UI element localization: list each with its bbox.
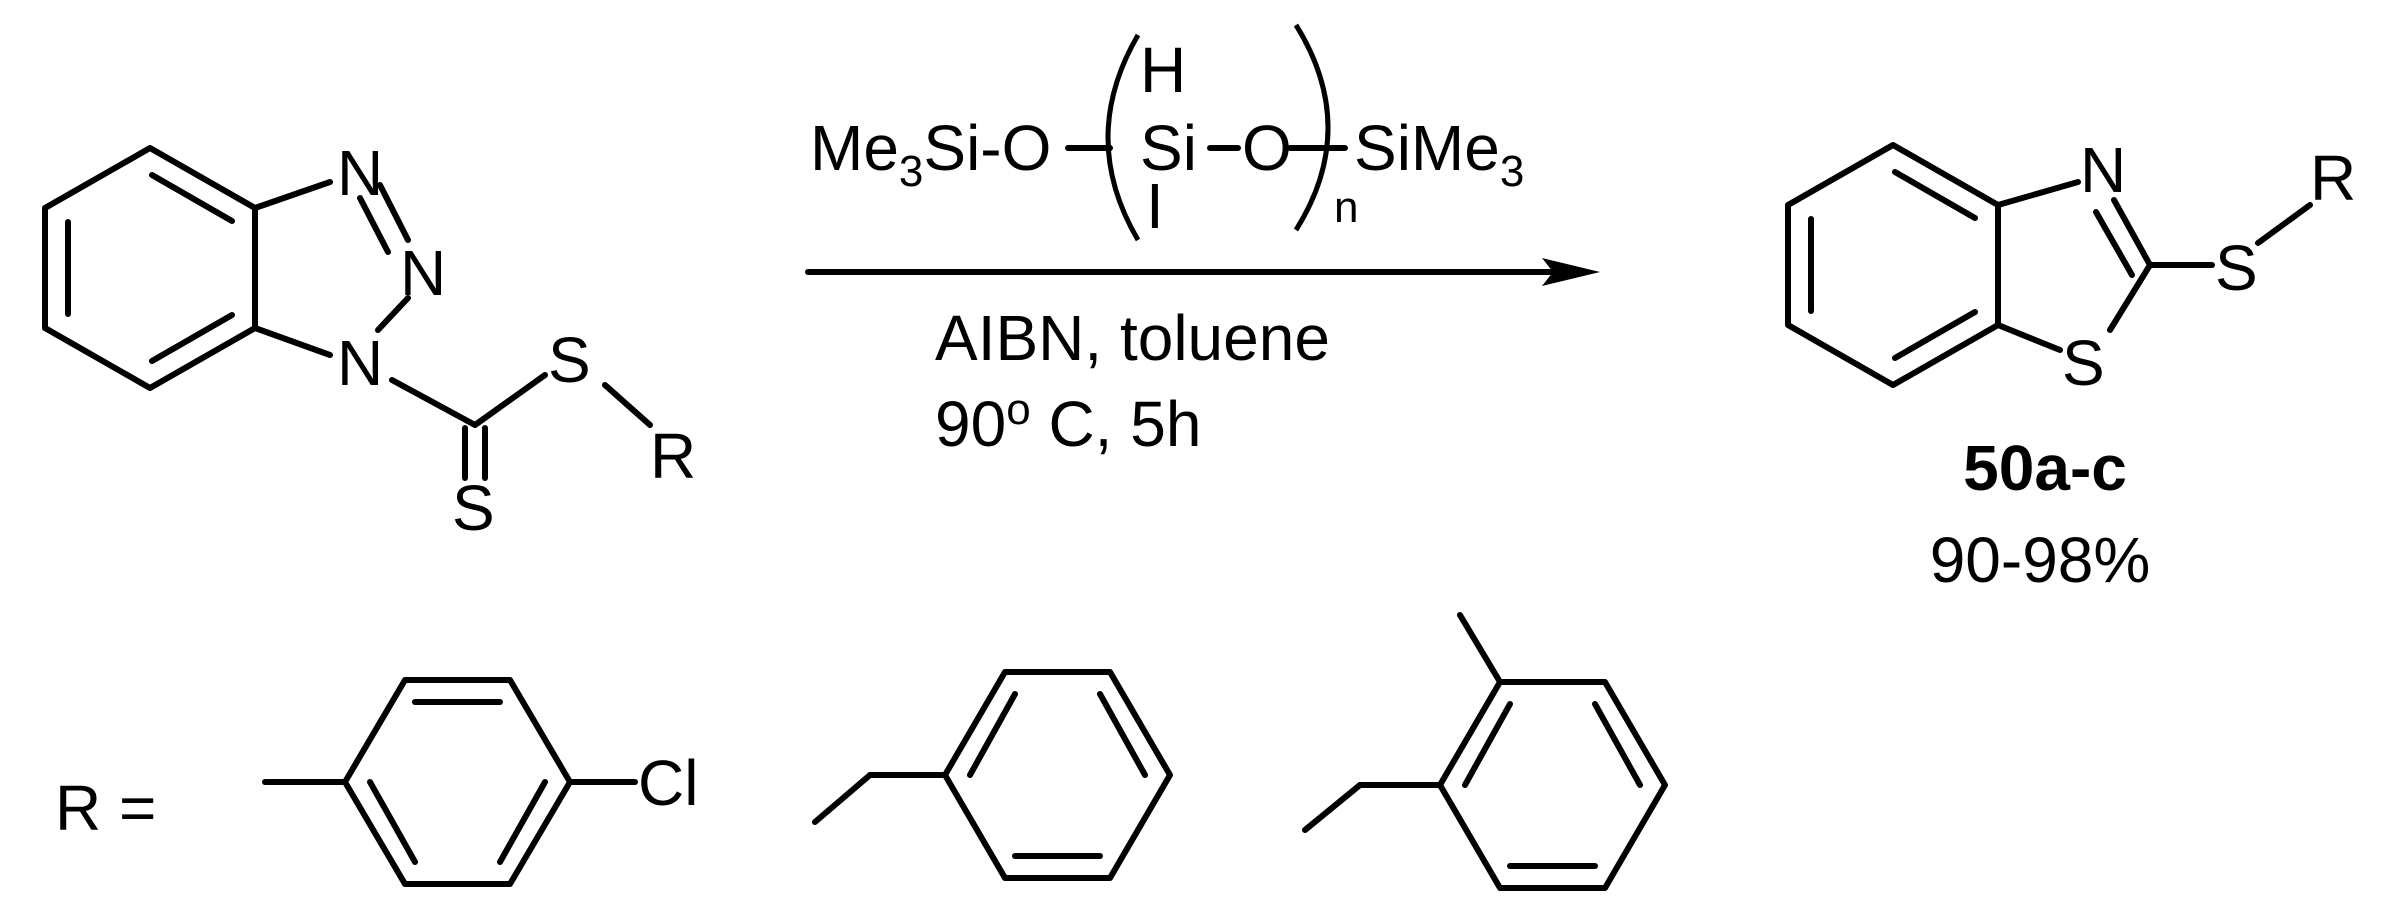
reagent-i-label: I [1146, 170, 1164, 242]
reactant-benzene-ring [42, 145, 258, 391]
reagent-me3si-o-left: Me3Si-O [810, 112, 1051, 196]
reactant-structure: N N N S S R [42, 137, 696, 544]
product-benzene-ring [1785, 142, 2001, 388]
product-s-ring-label: S [2062, 327, 2105, 399]
reagent-n-subscript: n [1334, 183, 1358, 232]
r-group-2-methylbenzyl [1302, 612, 1668, 891]
reactant-n1-label: N [337, 137, 383, 209]
reactant-n3-label: N [337, 327, 383, 399]
r-group-cl-label: Cl [638, 747, 698, 819]
r-group-benzyl [812, 669, 1173, 881]
conditions-line-1: AIBN, toluene [935, 302, 1330, 374]
r-group-4-chlorophenyl [262, 677, 638, 887]
reagent-open-paren [1105, 33, 1141, 242]
reagent-structure: Me3Si-O H Si O I n SiMe3 [810, 23, 1524, 242]
reactant-s-thioester-label: S [548, 324, 591, 396]
reactant-r-label: R [650, 420, 696, 492]
reactant-dithiocarbonyl [389, 372, 653, 481]
reactant-n2-label: N [400, 237, 446, 309]
reagent-h-label: H [1140, 34, 1186, 106]
reagent-si-label: Si [1140, 112, 1197, 184]
product-s-chain-label: S [2215, 232, 2258, 304]
product-structure: N S S R [1785, 134, 2356, 399]
reaction-arrow [805, 258, 1600, 286]
conditions-line-2: 90o C, 5h [935, 385, 1201, 460]
reagent-o-label: O [1242, 112, 1292, 184]
product-r-label: R [2310, 142, 2356, 214]
reactant-triazole-ring [252, 179, 411, 358]
reagent-close-paren [1293, 23, 1331, 232]
reactant-s-thione-label: S [452, 472, 495, 544]
reagent-sime3-right: SiMe3 [1354, 112, 1524, 196]
r-group-label: R = [55, 772, 156, 844]
product-compound-label: 50a-c [1963, 432, 2127, 504]
product-n-label: N [2080, 134, 2126, 206]
product-thiazole-ring [1995, 179, 2313, 353]
product-yield: 90-98% [1930, 524, 2151, 596]
